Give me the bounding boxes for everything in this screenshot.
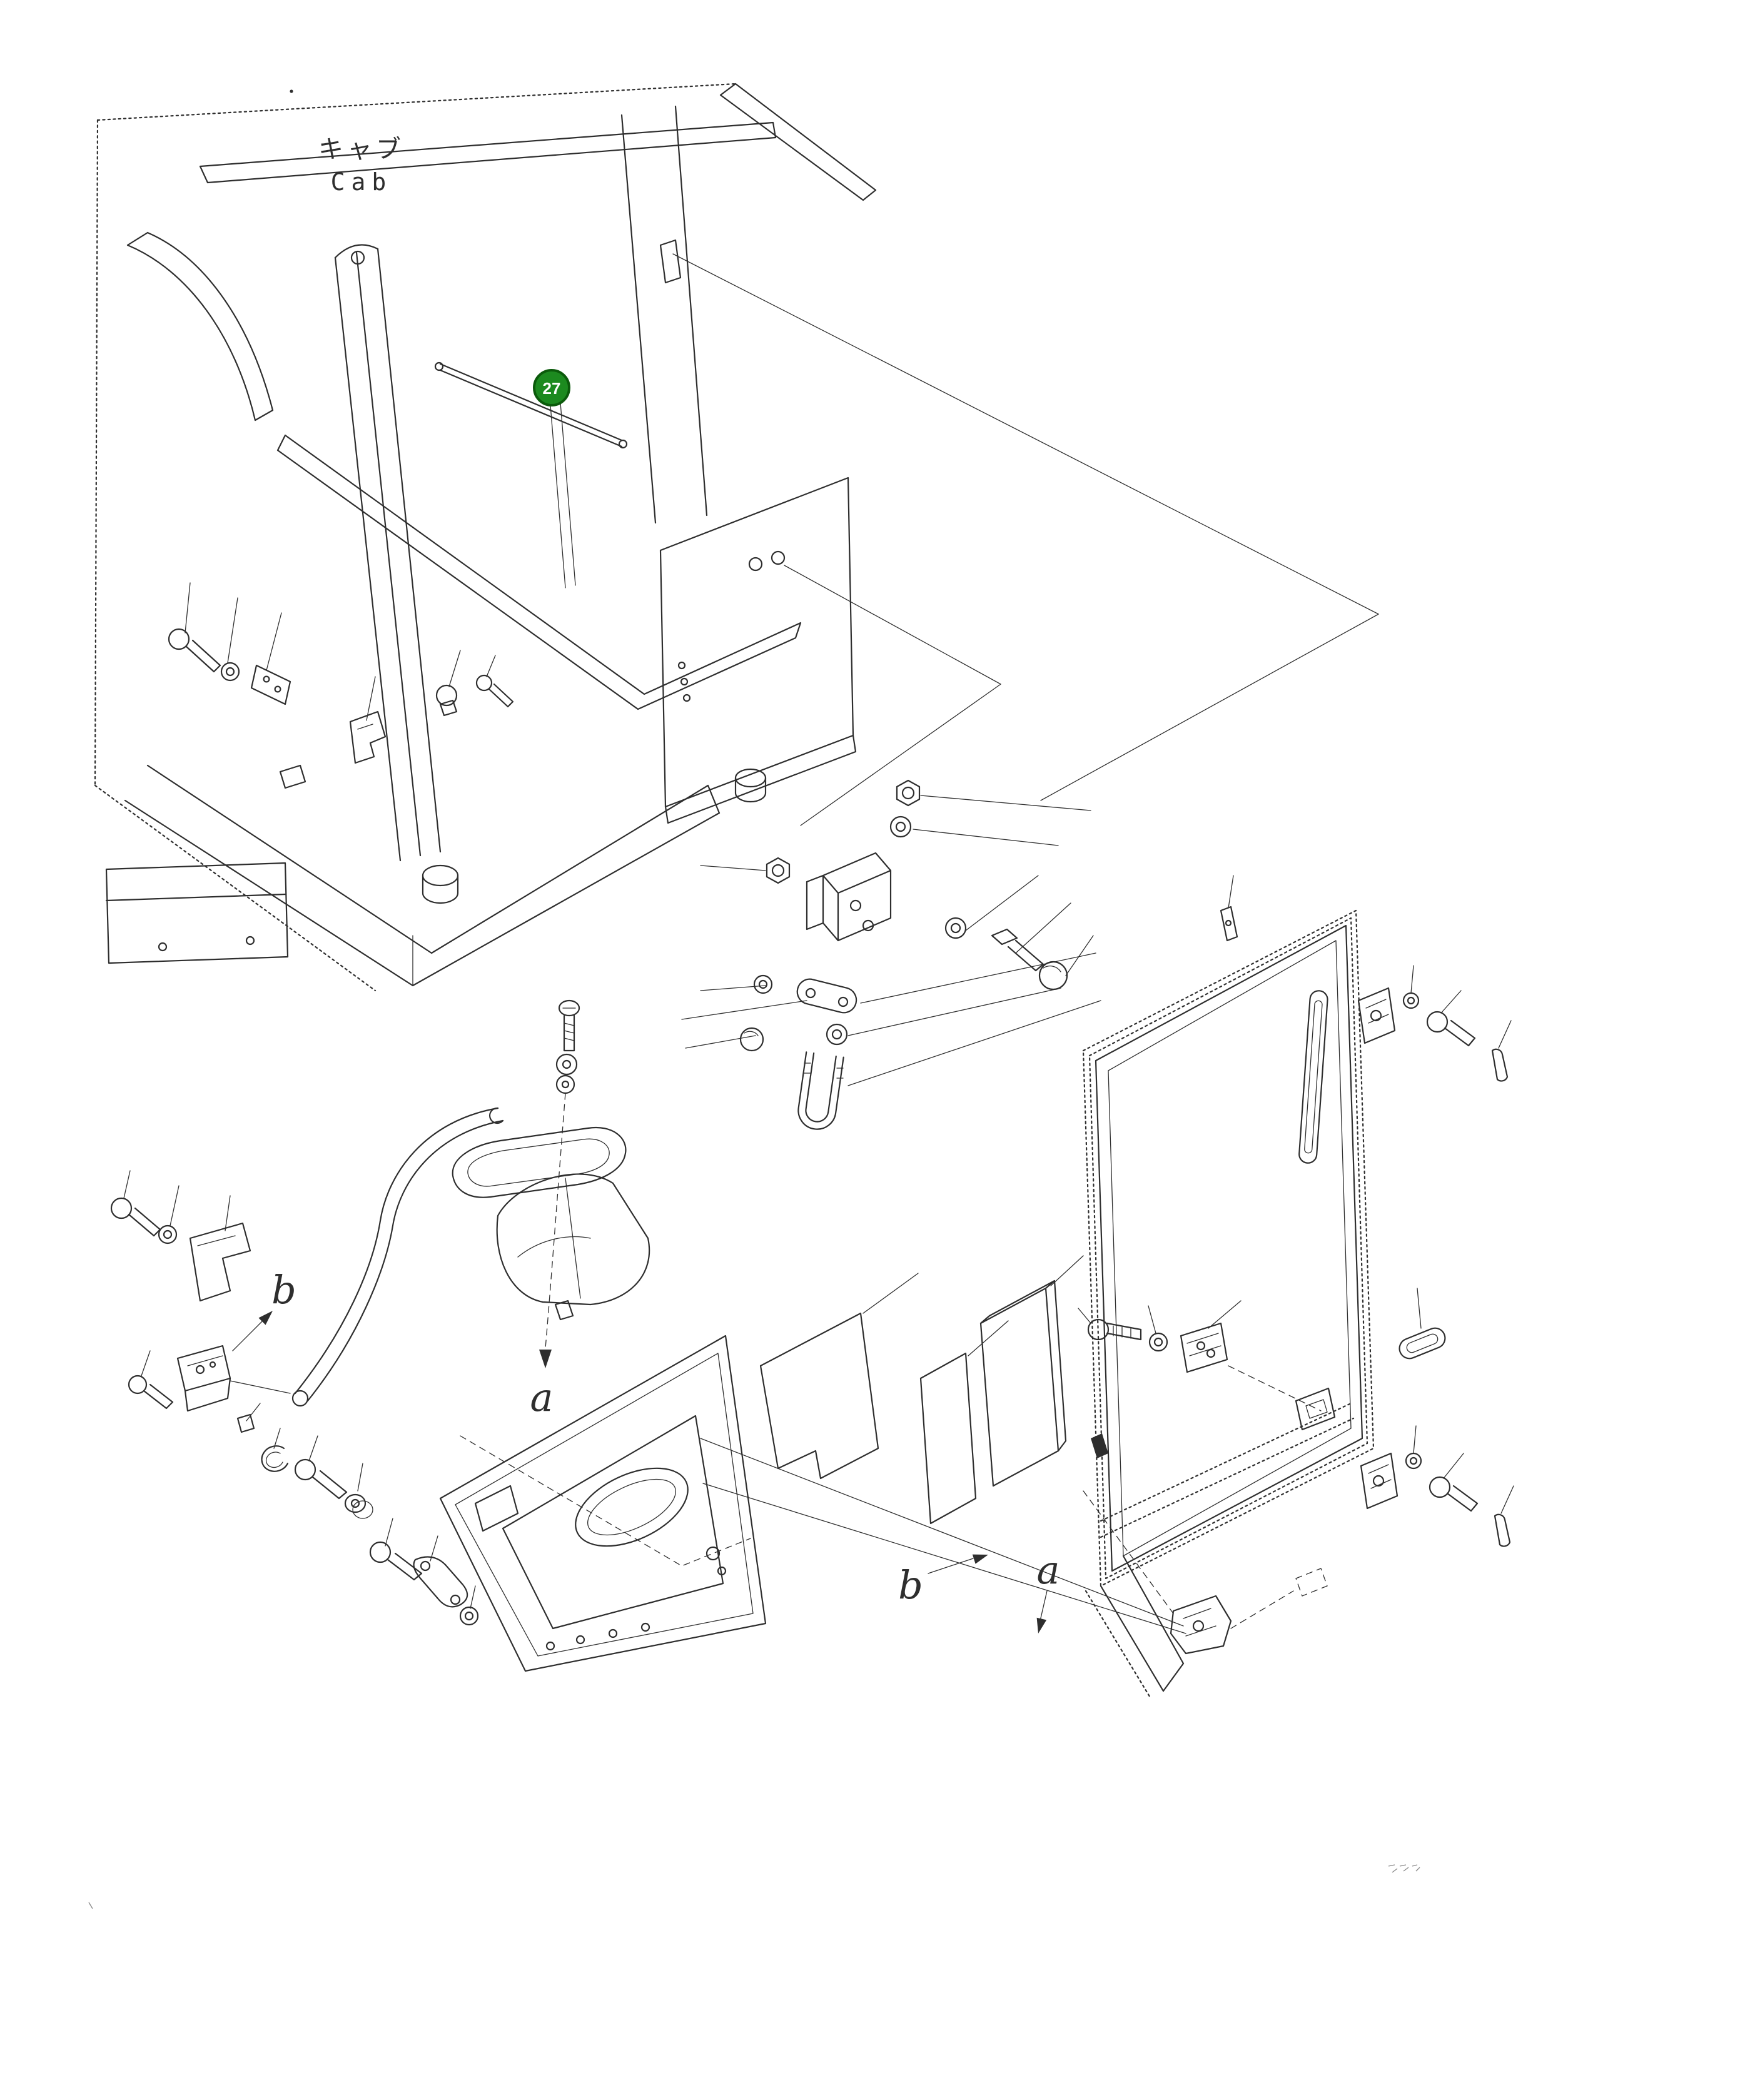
door-hinge-lower	[1360, 1425, 1514, 1547]
arrow-b-left	[232, 1318, 266, 1351]
washer	[220, 662, 240, 682]
stop-nub	[236, 1413, 255, 1433]
bushing	[344, 1493, 373, 1519]
clip	[279, 764, 306, 789]
hinge-pin	[1491, 1048, 1509, 1082]
u-bolt	[797, 1051, 844, 1130]
hex-nut	[766, 857, 791, 884]
detail-label-a-right: a	[1037, 1547, 1060, 1593]
screw	[128, 1375, 174, 1410]
arrowhead-a-right	[1036, 1617, 1047, 1633]
washer	[944, 917, 967, 939]
hinge-hardware-cluster	[681, 779, 1101, 1130]
door-check-bracket	[176, 1345, 231, 1412]
lock-body	[1180, 1322, 1228, 1373]
detail-label-b-left: b	[271, 1267, 296, 1313]
oval-slot-trim	[1398, 1327, 1446, 1360]
trim-pad-block	[979, 1280, 1067, 1487]
washer	[1148, 1332, 1168, 1352]
snap-ring	[261, 1445, 289, 1472]
clip-bracket	[349, 710, 387, 764]
pocket-cover	[452, 999, 650, 1321]
cab-title-jp: キャブ	[318, 135, 405, 164]
dome-cap	[1038, 961, 1068, 991]
detail-label-b-right: b	[898, 1562, 923, 1608]
washer	[1402, 992, 1420, 1009]
hinge-bolt	[1429, 1476, 1479, 1512]
callout-27-circle[interactable]	[533, 369, 570, 406]
door-inner-panel	[439, 1335, 767, 1672]
knob	[435, 684, 458, 717]
cab-title-en: Cab	[331, 168, 393, 196]
washer	[826, 1023, 848, 1046]
strap-band	[452, 1126, 627, 1198]
lock-bolt	[1087, 1318, 1142, 1341]
door-frame	[1078, 875, 1514, 1700]
hinge-pin	[1494, 1513, 1511, 1547]
stray-dot	[290, 89, 293, 93]
left-hardware-cluster	[110, 1170, 479, 1626]
arrowhead-b-right	[972, 1554, 988, 1564]
leader-lines	[672, 253, 1379, 1634]
arrowhead-b-left	[258, 1311, 273, 1325]
wiper-rod	[434, 361, 628, 588]
crank-arm	[413, 1556, 468, 1608]
cab-foot	[422, 864, 459, 904]
hex-nut	[896, 779, 921, 807]
dome-screw	[739, 1027, 764, 1052]
washer	[1405, 1452, 1422, 1470]
cab-title: キャブ Cab	[318, 135, 405, 196]
small-bolt	[475, 674, 514, 708]
top-clip	[1220, 875, 1238, 942]
stray-mark	[88, 1902, 93, 1909]
callout-27-number: 27	[543, 379, 561, 398]
arrow-b-right	[928, 1558, 974, 1574]
arrow-a-center	[545, 1093, 566, 1349]
washer	[889, 815, 912, 838]
detail-labels: b a b a	[232, 1093, 1060, 1633]
bolt	[110, 1197, 161, 1237]
washer	[459, 1606, 479, 1626]
hook-bracket	[189, 1222, 251, 1302]
bolt	[168, 628, 221, 673]
trim-pads	[759, 1255, 1084, 1525]
pillar-slot	[659, 239, 682, 284]
link-plate	[796, 978, 857, 1014]
lower-box-panel	[105, 862, 289, 964]
door-handle	[1298, 990, 1328, 1164]
cab-frame	[94, 83, 877, 992]
screw-with-washers	[555, 999, 580, 1094]
arrowhead-a-center	[539, 1350, 552, 1368]
trim-pad-notched	[759, 1312, 879, 1480]
bolt	[991, 928, 1044, 972]
shim-plate	[250, 664, 291, 705]
door-lock-hardware	[1078, 1288, 1446, 1431]
cab-foot	[734, 768, 767, 803]
bolt	[369, 1541, 423, 1581]
cab-mount-hardware	[168, 582, 514, 789]
hinge-bracket	[806, 852, 892, 942]
hinge-bolt	[1426, 1011, 1476, 1047]
bolt	[294, 1458, 348, 1500]
washer	[753, 974, 773, 994]
callout-27-balloon[interactable]: 27	[533, 369, 570, 406]
panel-cutout	[474, 1485, 519, 1532]
trim-pad-small	[919, 1352, 977, 1525]
door-latch	[1083, 1490, 1328, 1655]
detail-label-a-center: a	[530, 1375, 554, 1420]
washer	[158, 1224, 178, 1244]
sill-mark	[1091, 1433, 1108, 1458]
grab-rail	[291, 1107, 504, 1407]
arrow-a-right	[1039, 1590, 1048, 1624]
fine-print-mark	[1388, 1864, 1420, 1873]
handle-recess	[575, 1467, 689, 1547]
door-hinge-upper	[1357, 965, 1512, 1082]
side-mount-panel	[659, 477, 857, 824]
striker-plate	[1295, 1387, 1336, 1431]
